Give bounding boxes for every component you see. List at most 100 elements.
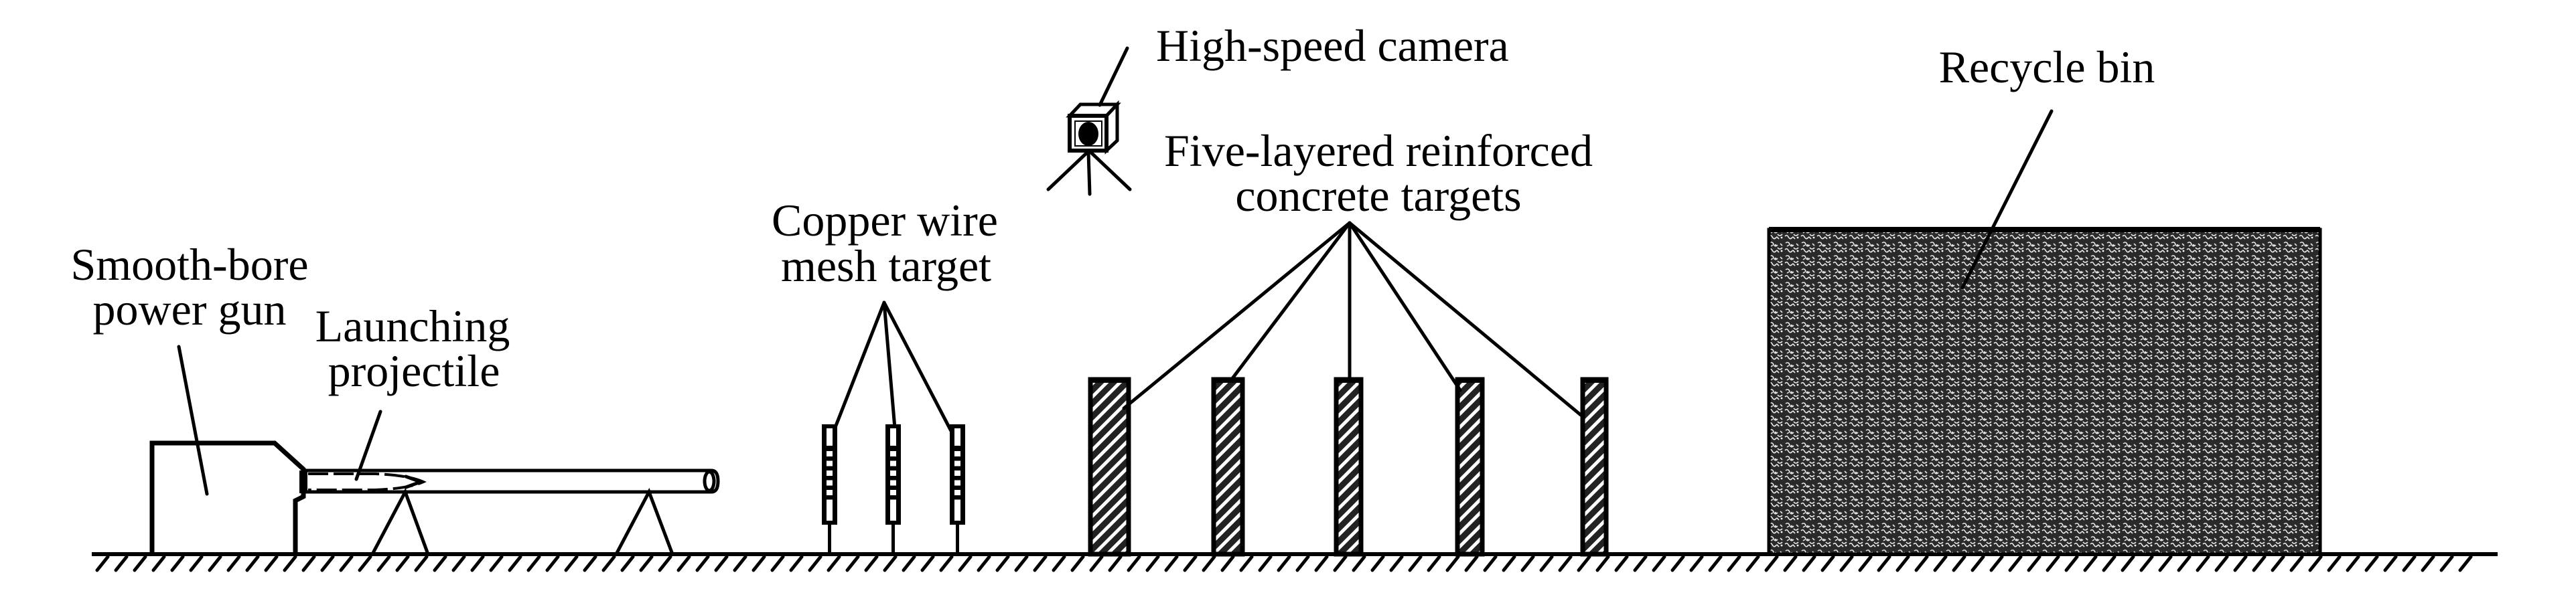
ground-hatch (2177, 555, 2192, 572)
ground-hatch (583, 555, 597, 572)
leader-lines (177, 46, 2054, 496)
ground-hatch (1202, 555, 1216, 572)
ground-hatch (264, 555, 279, 572)
ground-hatch (1633, 555, 1648, 572)
ground-hatch (1839, 555, 1854, 572)
ground-hatch (1858, 555, 1873, 572)
ground-hatch (1764, 555, 1779, 572)
ground-hatch (1314, 555, 1329, 572)
leader-bin (1960, 109, 2054, 290)
ground-hatch (545, 555, 560, 572)
label-recycle-bin: Recycle bin (1939, 41, 2155, 92)
leader-mesh-line (834, 300, 886, 428)
ground-hatch (920, 555, 935, 572)
ground-hatch (151, 555, 166, 572)
ground-hatch (1127, 555, 1141, 572)
ground-hatch (1914, 555, 1929, 572)
mesh-target (822, 424, 837, 554)
ground-hatch (114, 555, 129, 572)
ground-hatch (376, 555, 391, 572)
ground-hatch (1502, 555, 1516, 572)
ground-hatch (658, 555, 672, 572)
ground-hatch (676, 555, 691, 572)
label-camera: High-speed camera (1156, 20, 1509, 71)
ground-hatch (301, 555, 316, 572)
ground-hatch (1577, 555, 1591, 572)
leader-concrete-line (1122, 221, 1352, 410)
ground-hatch (283, 555, 297, 572)
ground-hatch (2421, 555, 2435, 572)
leader-concrete-line (1348, 221, 1462, 392)
leader-concrete (1122, 221, 1583, 417)
ground-hatch (1971, 555, 1985, 572)
ground-hatch (1108, 555, 1123, 572)
ground-hatch (2139, 555, 2154, 572)
label-gun-line1: Smooth-bore (70, 239, 308, 290)
high-speed-camera (1046, 100, 1132, 196)
leader-mesh-line (882, 300, 896, 426)
ground-hatch (2271, 555, 2285, 572)
ground-hatch (1802, 555, 1816, 572)
ground-hatch (620, 555, 635, 572)
ground-hatch (1164, 555, 1179, 572)
smooth-bore-power-gun (149, 440, 720, 556)
leader-mesh-line (882, 300, 953, 433)
ground-hatch (470, 555, 485, 572)
ground-hatch (1427, 555, 1441, 572)
barrel-support-2 (614, 487, 674, 556)
ground-hatch (1239, 555, 1254, 572)
ground-hatch (433, 555, 447, 572)
ground-hatch (1558, 555, 1573, 572)
ground-hatch (451, 555, 466, 572)
ground-hatch (695, 555, 710, 572)
leader-concrete-line (1348, 221, 1583, 417)
ground-hatch (1933, 555, 1948, 572)
mesh-target (950, 424, 965, 554)
ground-hatch (902, 555, 916, 572)
ground-hatch (1370, 555, 1385, 572)
ground-hatch (1820, 555, 1835, 572)
ground-hatch (1295, 555, 1310, 572)
concrete-target (1334, 377, 1364, 557)
ground-hatch (2214, 555, 2229, 572)
ground-hatch (1033, 555, 1048, 572)
ground-hatch (977, 555, 991, 572)
ground-hatch (2383, 555, 2398, 572)
ground-hatch (1277, 555, 1291, 572)
ground-hatch (2196, 555, 2210, 572)
ground-hatch (95, 555, 110, 572)
ground-hatch (808, 555, 822, 572)
ground-hatch (1333, 555, 1348, 572)
ground (92, 552, 2498, 572)
reinforced-concrete-targets (1088, 377, 1609, 557)
label-mesh-line1: Copper wire (772, 195, 998, 246)
ground-hatch (1895, 555, 1910, 572)
ground-hatch (395, 555, 410, 572)
ground-hatch (995, 555, 1010, 572)
ground-hatch (133, 555, 147, 572)
leader-projectile (354, 410, 382, 481)
ground-hatch (320, 555, 335, 572)
recycle-bin (1767, 227, 2322, 556)
ground-hatch (1877, 555, 1891, 572)
label-mesh-line2: mesh target (781, 240, 991, 291)
leader-mesh (834, 300, 953, 433)
concrete-target (1211, 377, 1245, 557)
ground-hatch (2252, 555, 2267, 572)
label-projectile-line1: Launching (315, 300, 510, 351)
ground-hatch (1483, 555, 1498, 572)
ground-hatch (2046, 555, 2060, 572)
ground-hatch (1689, 555, 1704, 572)
ground-hatch (1614, 555, 1629, 572)
ground-hatch (508, 555, 522, 572)
ground-hatch (2439, 555, 2454, 572)
ground-hatch (1520, 555, 1535, 572)
tripod-icon (1046, 150, 1132, 196)
ground-hatch (883, 555, 898, 572)
label-projectile-line2: projectile (328, 345, 500, 396)
leader-gun (177, 345, 209, 496)
ground-hatch (2458, 555, 2473, 572)
ground-hatch (1183, 555, 1198, 572)
labels: Smooth-bore power gun Launching projecti… (70, 20, 2155, 396)
